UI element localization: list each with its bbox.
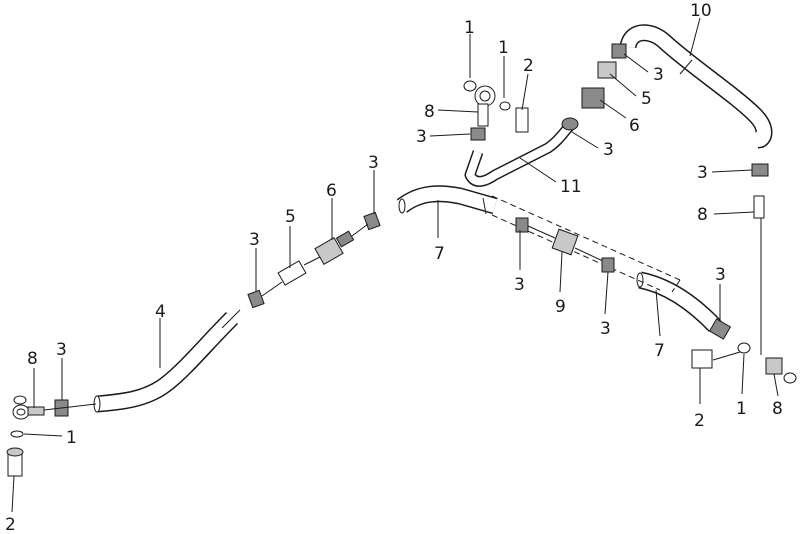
callout-8-top: 8 [424, 102, 435, 122]
callout-5-mid: 5 [285, 207, 296, 227]
leader-lines [11, 17, 779, 513]
top-right-fittings [581, 43, 627, 109]
callout-1-top-b: 1 [498, 38, 509, 58]
hose-11 [464, 121, 574, 187]
callout-1-bottom-right: 1 [736, 399, 747, 419]
callout-3-upper-left: 3 [416, 127, 427, 147]
hose-7-upper [396, 185, 498, 215]
callout-7-upper: 7 [434, 244, 445, 264]
callout-6-top-right: 6 [629, 116, 640, 136]
hose-10 [619, 24, 773, 149]
callout-8-left: 8 [27, 349, 38, 369]
callout-6-mid: 6 [326, 181, 337, 201]
callout-11: 11 [560, 177, 582, 197]
fitting-5-group [247, 255, 323, 309]
callout-3-lower-mid: 3 [249, 230, 260, 250]
callout-3-valve-left: 3 [514, 275, 525, 295]
callout-3-top-right: 3 [653, 65, 664, 85]
callout-2-bottom-right: 2 [694, 411, 705, 431]
callout-2-top: 2 [523, 56, 534, 76]
callout-1-top-a: 1 [464, 18, 475, 38]
bolt-connector-line [712, 351, 741, 361]
callout-3-valve-right: 3 [600, 319, 611, 339]
callout-3-clamp-right: 3 [715, 265, 726, 285]
callout-8-bottom-right: 8 [772, 399, 783, 419]
callout-3-mid: 3 [368, 153, 379, 173]
callout-4: 4 [155, 302, 166, 322]
hose-7-lower [636, 271, 722, 332]
callout-3-right: 3 [697, 163, 708, 183]
callout-10: 10 [690, 1, 712, 21]
upper-center-cluster [463, 80, 579, 141]
callout-3-hose11: 3 [603, 140, 614, 160]
callout-3-left: 3 [56, 340, 67, 360]
callout-5-top-right: 5 [641, 89, 652, 109]
left-banjo-cluster [6, 395, 97, 477]
callout-8-right: 8 [697, 205, 708, 225]
filter-6-group [314, 211, 381, 265]
callout-7-lower: 7 [654, 341, 665, 361]
hose-4 [93, 309, 241, 413]
callout-9: 9 [555, 297, 566, 317]
valve-9-group [515, 217, 615, 273]
right-fittings [691, 163, 797, 384]
callout-1-left: 1 [66, 428, 77, 448]
callout-2-left: 2 [5, 515, 16, 534]
